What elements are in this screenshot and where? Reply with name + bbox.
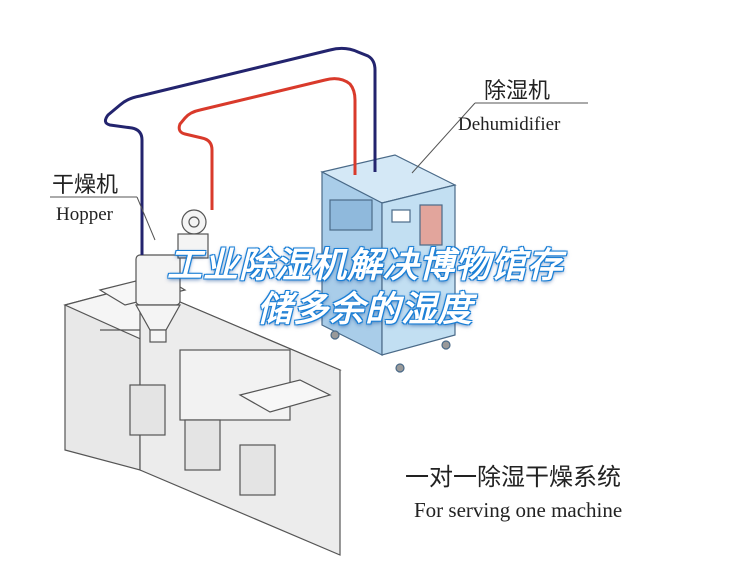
dehumidifier-label-cn: 除湿机 xyxy=(484,79,550,104)
dehumidifier-label-en: Dehumidifier xyxy=(458,114,561,135)
supply-pipe xyxy=(177,77,357,210)
hopper-leader xyxy=(136,196,156,241)
system-label-en: For serving one machine xyxy=(414,498,622,522)
page-title: 工业除湿机解决博物馆存 储多余的湿度 xyxy=(70,244,660,332)
title-line-2: 储多余的湿度 xyxy=(256,290,473,330)
dehumidifier-leader xyxy=(411,102,476,174)
molding-machine xyxy=(63,274,342,556)
hopper-label-en: Hopper xyxy=(56,204,114,225)
title-line-1: 工业除湿机解决博物馆存 xyxy=(166,246,563,286)
system-label-cn: 一对一除湿干燥系统 xyxy=(405,463,621,491)
return-pipe xyxy=(103,46,377,255)
hopper xyxy=(134,209,209,343)
hopper-label-cn: 干燥机 xyxy=(52,173,118,198)
